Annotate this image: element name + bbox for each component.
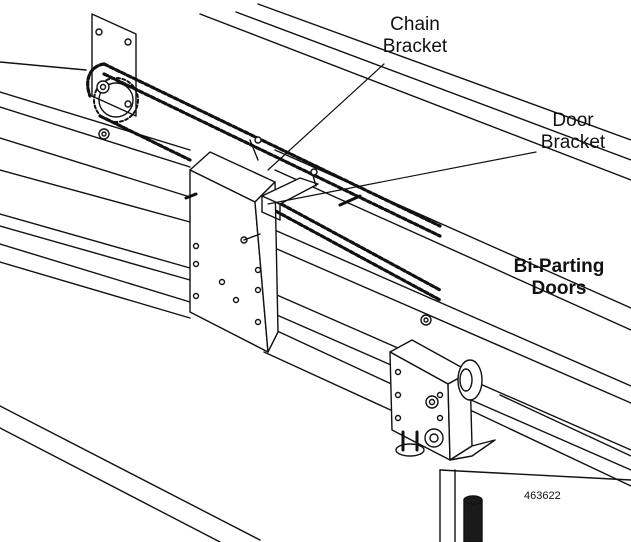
chain-bracket-label-line2: Bracket: [382, 36, 448, 57]
door-bracket-label-line1: Door: [552, 110, 594, 131]
chain-bracket-label-line1: Chain: [390, 14, 440, 35]
chain-bracket-label: Chain Bracket: [355, 14, 475, 58]
sprocket-gear: [93, 77, 139, 123]
roller-hanger-bracket: [389, 339, 496, 461]
door-edge-post: [463, 495, 483, 542]
bi-parting-doors-label-line1: Bi-Parting: [513, 256, 605, 277]
bi-parting-doors-label-line2: Doors: [531, 278, 587, 299]
door-bracket-label: Door Bracket: [518, 110, 628, 154]
chain-bracket: [184, 136, 362, 221]
door-bracket-label-line2: Bracket: [540, 132, 606, 153]
drive-chain: [86, 62, 442, 302]
door-bracket-plate: [189, 151, 279, 353]
callout-leaders: [267, 63, 537, 205]
door-panels: [0, 243, 631, 542]
figure-number: 463622: [524, 490, 561, 502]
bi-parting-doors-label: Bi-Parting Doors: [496, 256, 622, 300]
